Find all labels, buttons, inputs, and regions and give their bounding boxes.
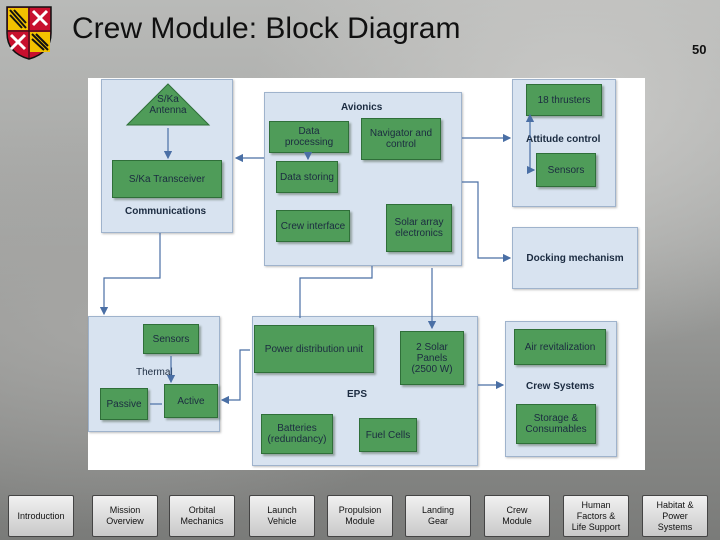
avionics-label: Avionics [341,102,383,113]
transceiver-block: S/Ka Transceiver [112,160,222,198]
attitude-control-label: Attitude control [526,134,601,145]
fuel-cells-block: Fuel Cells [359,418,417,452]
batteries-block: Batteries(redundancy) [261,414,333,454]
crew-interface-block: Crew interface [276,210,350,242]
docking-mechanism-label: Docking mechanism [526,252,624,264]
crew-systems-label: Crew Systems [526,381,595,392]
attitude-sensors-block: Sensors [536,153,596,187]
thermal-label: Thermal [136,367,173,378]
university-seal-logo [6,6,52,60]
docking-mechanism-group: Docking mechanism [512,227,638,289]
data-processing-block: Data processing [269,121,349,153]
active-block: Active [164,384,218,418]
slide-title: Crew Module: Block Diagram [72,12,461,45]
storage-consumables-block: Storage &Consumables [516,404,596,444]
nav-introduction[interactable]: Introduction [8,495,74,537]
communications-label: Communications [125,206,207,217]
power-distribution-block: Power distribution unit [254,325,374,373]
antenna-shape [125,83,211,126]
thrusters-block: 18 thrusters [526,84,602,116]
eps-label: EPS [347,389,368,400]
thermal-sensors-block: Sensors [143,324,199,354]
data-storing-block: Data storing [276,161,338,193]
air-revitalization-block: Air revitalization [514,329,606,365]
page-number: 50 [692,42,707,57]
antenna-label: S/Ka Antenna [149,94,187,116]
passive-block: Passive [100,388,148,420]
